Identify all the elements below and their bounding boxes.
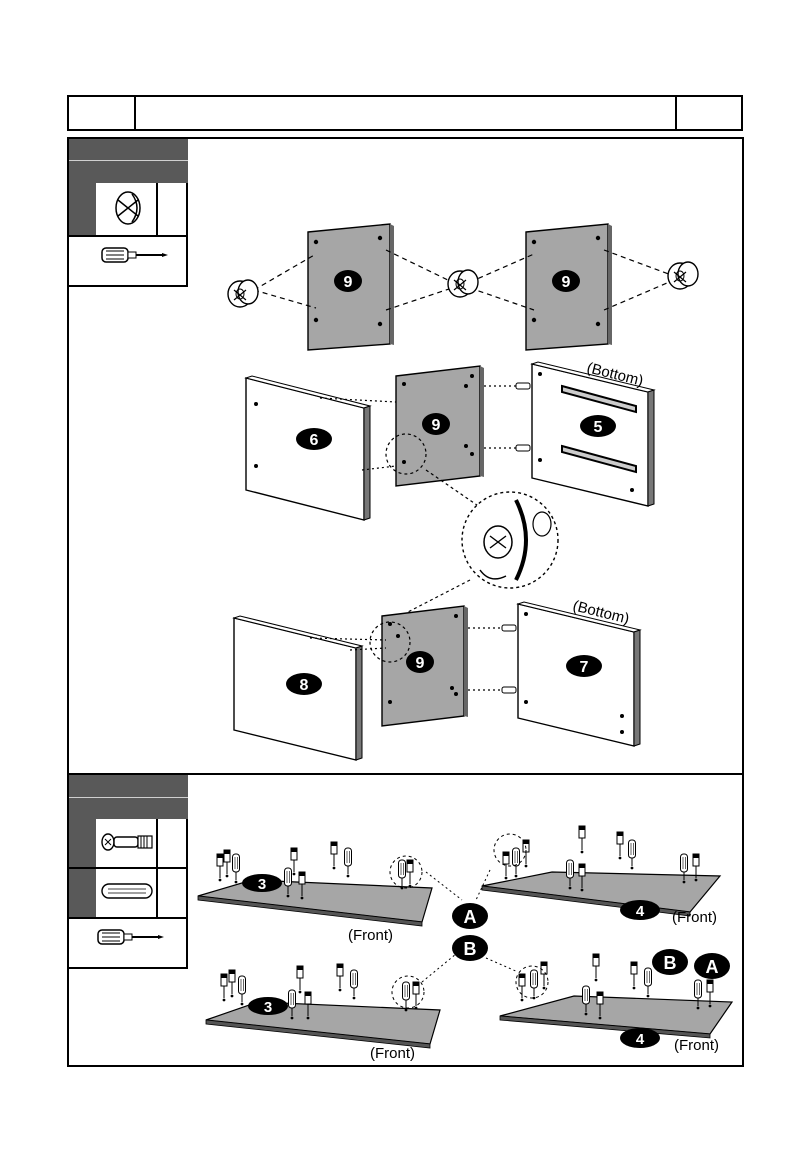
screwdriver-icon bbox=[97, 929, 164, 945]
detail-circle bbox=[515, 965, 549, 999]
cam-lock-icon bbox=[115, 191, 141, 225]
detail-circle bbox=[391, 975, 425, 1009]
step2-hardware-col-line bbox=[156, 819, 158, 917]
detail-circle bbox=[389, 855, 423, 889]
step2-hardware-qty-cell-1 bbox=[69, 819, 96, 867]
part-label: 9 bbox=[416, 655, 425, 672]
part-label: 9 bbox=[344, 274, 353, 291]
step1-hardware-qty-cell bbox=[69, 183, 96, 235]
board-3-bottom bbox=[205, 1001, 441, 1045]
step2-panel bbox=[67, 773, 744, 1067]
dowel-icon bbox=[101, 883, 153, 899]
step2-hardware-box bbox=[69, 819, 188, 969]
header-right-cell bbox=[675, 95, 743, 131]
part-label: 4 bbox=[636, 1031, 645, 1048]
legend-a: A bbox=[706, 957, 719, 977]
step2-sidebar-divider bbox=[69, 797, 188, 798]
part-label: 6 bbox=[310, 432, 319, 449]
step1-hardware-col-line bbox=[156, 183, 158, 235]
part-label: 7 bbox=[580, 659, 589, 676]
part-label: 4 bbox=[636, 903, 645, 920]
detail-circle bbox=[385, 433, 427, 475]
part-label: 9 bbox=[432, 417, 441, 434]
callout-b: B bbox=[464, 939, 477, 959]
step2-hardware-row-line-2 bbox=[69, 917, 188, 919]
header-left-cell bbox=[67, 95, 136, 131]
legend-b: B bbox=[664, 953, 677, 973]
part-label: 3 bbox=[258, 876, 266, 893]
cam-bolt-icon bbox=[101, 833, 153, 851]
part-label: 3 bbox=[264, 999, 272, 1016]
part-label: 8 bbox=[300, 677, 309, 694]
step2-illustration: 3 (Front) 4 (Front) A 3 (Front) B 4 (Fro… bbox=[197, 825, 734, 1062]
step1-illustration: 9 9 6 9 5 (Bottom) bbox=[227, 223, 699, 761]
step1-hardware-row-line bbox=[69, 235, 188, 237]
detail-circle bbox=[369, 621, 411, 663]
part-label: 5 bbox=[594, 419, 603, 436]
step2-hardware-qty-cell-2 bbox=[69, 869, 96, 917]
front-label: (Front) bbox=[672, 909, 717, 926]
callout-a: A bbox=[464, 907, 477, 927]
front-label: (Front) bbox=[674, 1037, 719, 1054]
front-label: (Front) bbox=[348, 927, 393, 944]
step1-sidebar-divider bbox=[69, 160, 188, 161]
step1-sidebar-header bbox=[69, 139, 188, 183]
part-label: 9 bbox=[562, 274, 571, 291]
step2-hardware-row-line-1 bbox=[69, 867, 188, 869]
header-title-cell bbox=[134, 95, 677, 131]
detail-circle bbox=[493, 833, 527, 867]
screwdriver-icon bbox=[101, 247, 168, 263]
front-label: (Front) bbox=[370, 1045, 415, 1062]
